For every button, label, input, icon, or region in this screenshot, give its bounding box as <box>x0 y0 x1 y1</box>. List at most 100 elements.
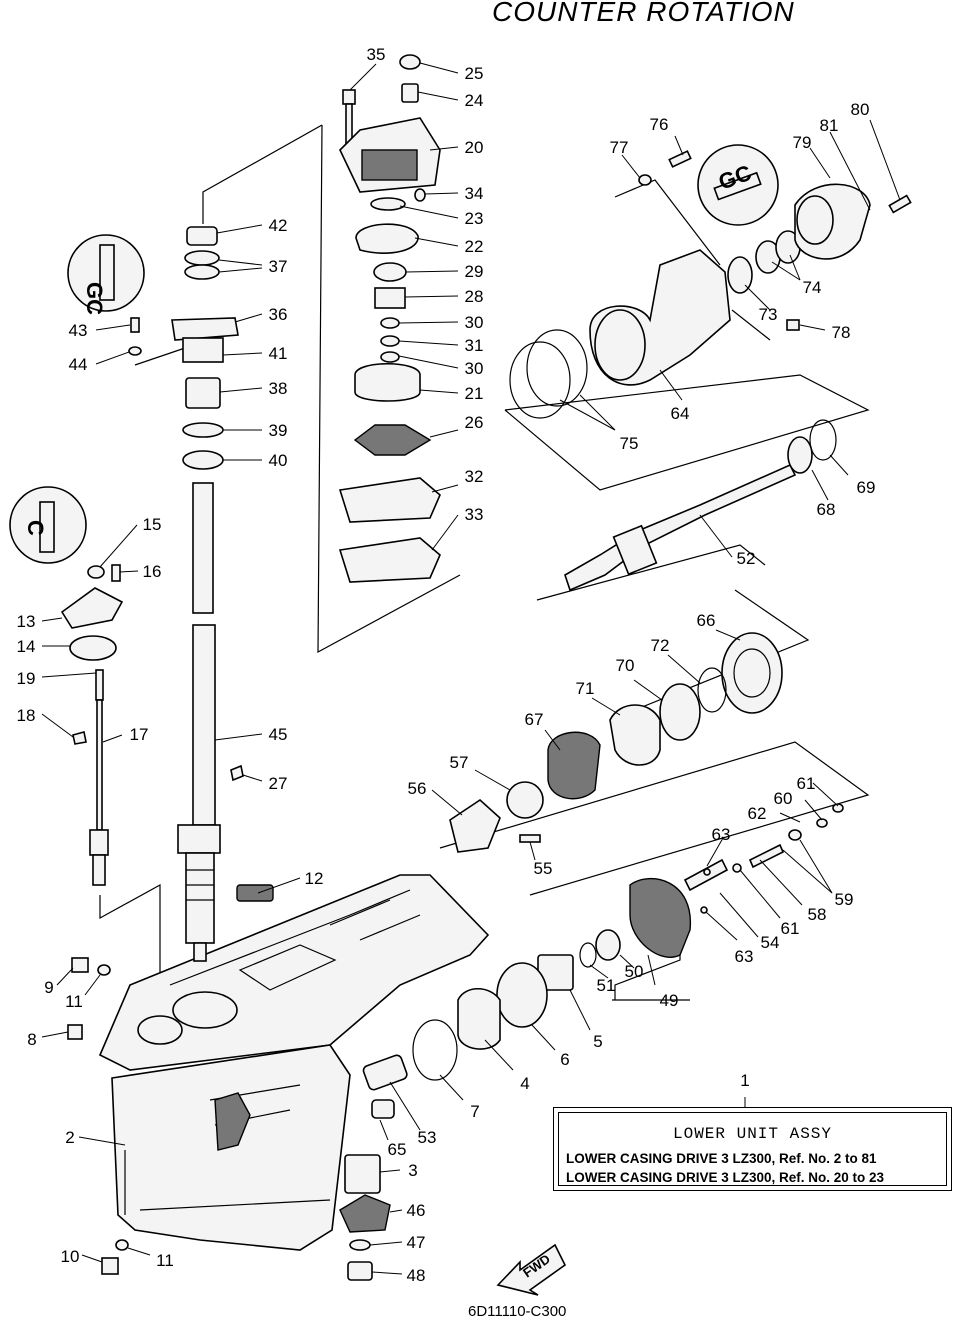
callout-76: 76 <box>650 115 669 134</box>
callout-56: 56 <box>408 779 427 798</box>
callout-62: 62 <box>748 804 767 823</box>
callout-49: 49 <box>660 991 679 1010</box>
drive-shaft-assembly <box>171 226 274 962</box>
callout-21: 21 <box>465 384 484 403</box>
callout-40: 40 <box>269 451 288 470</box>
callout-2: 2 <box>65 1128 74 1147</box>
callout-7: 7 <box>470 1102 479 1121</box>
callout-38: 38 <box>269 379 288 398</box>
callout-32: 32 <box>465 467 484 486</box>
callout-23: 23 <box>465 209 484 228</box>
callout-30b: 30 <box>465 359 484 378</box>
callout-13: 13 <box>17 612 36 631</box>
callout-12: 12 <box>305 869 324 888</box>
callout-67: 67 <box>525 710 544 729</box>
gc-badge-label-left: GC <box>82 282 107 315</box>
callout-18: 18 <box>17 706 36 725</box>
callout-48: 48 <box>407 1266 426 1285</box>
callout-11a: 11 <box>65 992 83 1011</box>
callout-72: 72 <box>651 636 670 655</box>
callout-10: 10 <box>61 1247 80 1266</box>
callout-60: 60 <box>774 789 793 808</box>
callout-29: 29 <box>465 262 484 281</box>
legend-row-2: LOWER CASING DRIVE 3 LZ300, Ref. No. 20 … <box>566 1170 885 1185</box>
callout-53: 53 <box>418 1128 437 1147</box>
callout-3: 3 <box>408 1161 417 1180</box>
shift-rod-assembly <box>9 486 124 886</box>
callout-22: 22 <box>465 237 484 256</box>
callout-71: 71 <box>576 679 595 698</box>
callout-74: 74 <box>803 278 822 297</box>
callout-75: 75 <box>620 434 639 453</box>
fwd-arrow: FWD <box>496 1243 567 1296</box>
callout-41: 41 <box>269 344 288 363</box>
callout-1: 1 <box>740 1071 749 1090</box>
leader-lines <box>41 62 901 1275</box>
callout-61a: 61 <box>797 774 816 793</box>
callout-44: 44 <box>69 355 88 374</box>
callout-61b: 61 <box>781 919 800 938</box>
callout-73: 73 <box>759 305 778 324</box>
callout-69: 69 <box>857 478 876 497</box>
callout-47: 47 <box>407 1233 426 1252</box>
callout-5: 5 <box>593 1032 602 1051</box>
callout-50: 50 <box>625 962 644 981</box>
callout-36: 36 <box>269 305 288 324</box>
callout-70: 70 <box>616 656 635 675</box>
callout-52: 52 <box>737 549 756 568</box>
callout-19: 19 <box>17 669 36 688</box>
drawing-code: 6D11110-C300 <box>468 1303 567 1320</box>
callout-33: 33 <box>465 505 484 524</box>
callout-59: 59 <box>835 890 854 909</box>
callout-numbers: 1 2 3 4 5 6 7 8 9 10 11 11 12 13 14 15 1… <box>17 45 876 1285</box>
callout-17: 17 <box>130 725 149 744</box>
callout-30a: 30 <box>465 313 484 332</box>
propeller-shaft-gears <box>67 317 844 1281</box>
callout-79: 79 <box>793 133 812 152</box>
c-badge-label: C <box>23 520 48 536</box>
callout-15: 15 <box>143 515 162 534</box>
callout-24: 24 <box>465 91 484 110</box>
callout-16: 16 <box>143 562 162 581</box>
callout-27: 27 <box>269 774 288 793</box>
callout-25: 25 <box>465 64 484 83</box>
callout-43: 43 <box>69 321 88 340</box>
callout-31: 31 <box>465 336 484 355</box>
callout-28: 28 <box>465 287 484 306</box>
callout-57: 57 <box>450 753 469 772</box>
callout-9: 9 <box>44 978 53 997</box>
callout-26: 26 <box>465 413 484 432</box>
callout-63a: 63 <box>712 825 731 844</box>
callout-54: 54 <box>761 933 780 952</box>
callout-45: 45 <box>269 725 288 744</box>
callout-77: 77 <box>610 138 629 157</box>
callout-68: 68 <box>817 500 836 519</box>
callout-34: 34 <box>465 184 484 203</box>
callout-66: 66 <box>697 611 716 630</box>
callout-4: 4 <box>520 1074 529 1093</box>
callout-35: 35 <box>367 45 386 64</box>
callout-11b: 11 <box>156 1251 174 1270</box>
callout-55: 55 <box>534 859 553 878</box>
callout-51: 51 <box>597 976 616 995</box>
callout-39: 39 <box>269 421 288 440</box>
water-pump-assembly <box>338 54 441 583</box>
legend-row-1: LOWER CASING DRIVE 3 LZ300, Ref. No. 2 t… <box>566 1151 877 1166</box>
callout-78: 78 <box>832 323 851 342</box>
callout-6: 6 <box>560 1050 569 1069</box>
callout-42: 42 <box>269 216 288 235</box>
group-outlines <box>99 124 870 1001</box>
callout-20: 20 <box>465 138 484 157</box>
lower-unit-assy-box: LOWER UNIT ASSY LOWER CASING DRIVE 3 LZ3… <box>553 1107 952 1191</box>
callout-81: 81 <box>820 116 839 135</box>
callout-64: 64 <box>671 404 690 423</box>
callout-8: 8 <box>27 1030 36 1049</box>
diagram-title: COUNTER ROTATION <box>492 0 795 27</box>
callout-65: 65 <box>388 1140 407 1159</box>
callout-63b: 63 <box>735 947 754 966</box>
lower-unit-assy-box-inner: LOWER UNIT ASSY LOWER CASING DRIVE 3 LZ3… <box>558 1112 947 1186</box>
callout-58: 58 <box>808 905 827 924</box>
lower-casing <box>98 874 490 1251</box>
